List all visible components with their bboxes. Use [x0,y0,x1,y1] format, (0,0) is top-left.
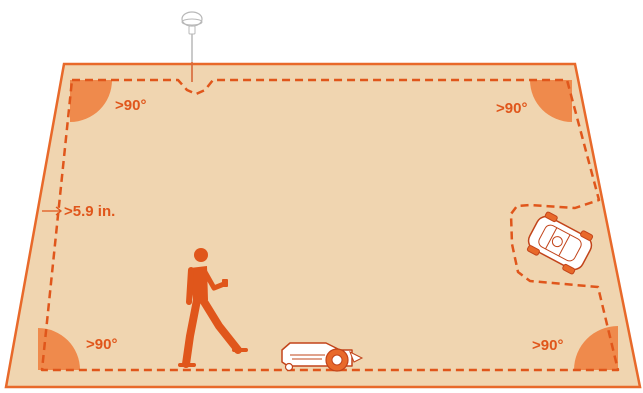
robot-mower-side-icon [281,342,364,372]
corner-wedge-bottom-left [38,328,80,370]
person-with-phone-icon [178,248,248,368]
edge-distance-label: >5.9 in. [64,203,115,220]
corner-wedge-bottom-right [574,326,618,370]
corner-wedge-top-left [70,80,112,122]
corner-wedge-top-right [530,80,572,122]
lawn-area [4,62,642,389]
rtk-antenna-icon [181,11,203,82]
corner-angle-label-top-left: >90° [115,97,146,114]
corner-angle-label-bottom-right: >90° [532,337,563,354]
corner-angle-label-top-right: >90° [496,100,527,117]
robot-mower-top-icon [526,211,594,275]
mowing-boundary-path [40,78,620,372]
corner-angle-label-bottom-left: >90° [86,336,117,353]
